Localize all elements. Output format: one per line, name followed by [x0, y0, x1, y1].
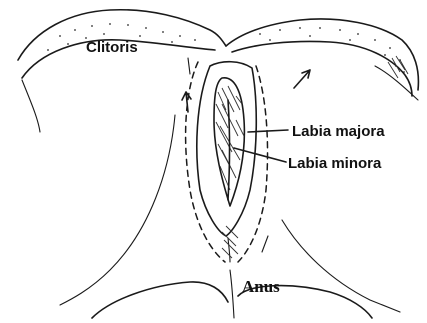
- labia-majora-leader: [248, 130, 288, 132]
- perineum-line: [228, 238, 230, 262]
- right-arrow: [294, 70, 310, 88]
- right-lower-contour: [282, 220, 400, 312]
- right-upper-band-inner: [232, 41, 412, 96]
- vestibule-line: [228, 100, 230, 200]
- label-anus: Anus: [242, 277, 280, 296]
- left-buttock-curve: [92, 282, 228, 318]
- label-labia-minora: Labia minora: [288, 155, 382, 172]
- left-body-contour: [22, 80, 40, 132]
- left-small-tick: [188, 58, 190, 74]
- right-small-tick: [262, 236, 268, 252]
- anal-cleft: [230, 270, 234, 318]
- right-upper-band: [226, 19, 418, 90]
- left-lower-contour: [60, 115, 175, 305]
- vulva-outline: [197, 62, 256, 236]
- label-clitoris: Clitoris: [86, 39, 138, 56]
- label-labia-majora: Labia majora: [292, 123, 385, 140]
